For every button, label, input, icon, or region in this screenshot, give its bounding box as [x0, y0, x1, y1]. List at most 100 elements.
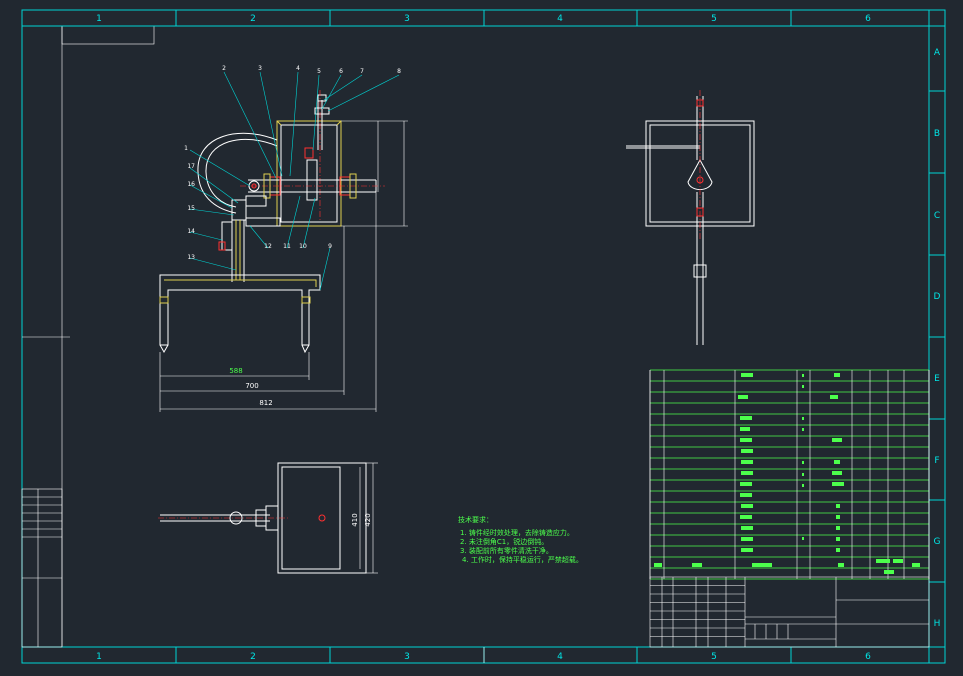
dimension-label: 700 — [245, 382, 258, 390]
row-label: B — [934, 129, 940, 139]
bom-qty-mark — [802, 417, 804, 420]
col-label-bottom: 6 — [865, 652, 871, 662]
plan-view — [158, 462, 378, 574]
technical-notes: 技术要求： 1. 铸件经时效处理，去除铸造应力。 2. 未注倒角C1，锐边倒钝。… — [458, 515, 583, 564]
balloon-number: 4 — [296, 65, 300, 72]
lifting-frame — [159, 274, 321, 354]
bom-cell-mark — [741, 449, 753, 453]
dimension-label: 410 — [351, 513, 359, 526]
balloon-number: 16 — [187, 181, 195, 188]
row-label: F — [934, 456, 939, 466]
bom-cell-mark — [738, 395, 748, 399]
balloon-number: 5 — [317, 68, 321, 75]
col-label-top: 3 — [404, 14, 410, 24]
bom-cell-mark — [836, 526, 840, 530]
bom-cell-mark — [830, 395, 838, 399]
row-label: D — [934, 292, 941, 302]
bom-qty-mark — [802, 473, 804, 476]
balloon-number: 8 — [397, 68, 401, 75]
bom-cell-mark — [832, 471, 842, 475]
balloon-number: 13 — [187, 254, 195, 261]
balloon-number: 14 — [187, 228, 195, 235]
balloon-number: 17 — [187, 163, 195, 170]
row-label: E — [934, 374, 940, 384]
balloon-number: 7 — [360, 68, 364, 75]
corner-box — [61, 25, 155, 45]
bom-qty-mark — [802, 428, 804, 431]
side-view — [626, 90, 755, 345]
gearbox-housing — [276, 120, 342, 227]
row-label: A — [934, 48, 941, 58]
title-block — [649, 576, 930, 648]
bom-cell-mark — [741, 504, 753, 508]
bom-cell-mark — [692, 563, 702, 567]
bom-qty-mark — [802, 374, 804, 377]
balloon-number: 15 — [187, 205, 195, 212]
dimension-lines — [159, 120, 408, 412]
bom-cell-mark — [740, 416, 752, 420]
drive-shaft — [304, 90, 330, 220]
dimension-label: 812 — [259, 399, 272, 407]
bom-cell-mark — [654, 563, 662, 567]
bom-cell-mark — [740, 493, 752, 497]
bom-cell-mark — [741, 526, 753, 530]
bom-cell-mark — [752, 563, 772, 567]
bom-cell-mark — [836, 504, 840, 508]
balloon-number: 6 — [339, 68, 343, 75]
notes-line: 2. 未注倒角C1，锐边倒钝。 — [460, 537, 548, 546]
bom-cell-mark — [740, 515, 752, 519]
front-view: 2 3 4 5 6 7 8 1 17 16 15 14 13 12 11 10 … — [159, 65, 408, 412]
bom-cell-mark — [876, 559, 890, 563]
bom-qty-mark — [802, 461, 804, 464]
notes-line: 3. 装配前所有零件清洗干净。 — [460, 546, 553, 555]
notes-line: 1. 铸件经时效处理，去除铸造应力。 — [460, 528, 574, 537]
bom-cell-mark — [741, 471, 753, 475]
notes-title: 技术要求： — [458, 515, 493, 524]
notes-line: 4. 工作时，保持平稳运行，严禁超载。 — [462, 555, 583, 564]
bom-cell-mark — [834, 373, 840, 377]
bom-cell-mark — [836, 515, 840, 519]
col-label-top: 1 — [96, 14, 102, 24]
bom-cell-mark — [740, 438, 752, 442]
row-label: G — [934, 537, 941, 547]
bom-cell-mark — [740, 482, 752, 486]
balloon-number: 11 — [283, 243, 291, 250]
balloon-number: 9 — [328, 243, 332, 250]
dimension-label: 588 — [229, 367, 242, 375]
bom-cell-mark — [912, 563, 920, 567]
balloon-leaders — [189, 71, 400, 291]
left-revision-block — [21, 488, 63, 648]
dimension-label: 420 — [364, 513, 372, 526]
bom-cell-mark — [741, 460, 753, 464]
row-label: H — [934, 619, 941, 629]
col-label-bottom: 5 — [711, 652, 717, 662]
bom-cell-mark — [893, 559, 903, 563]
bom-qty-mark — [802, 385, 804, 388]
row-label: C — [934, 211, 940, 221]
bom-cell-mark — [836, 548, 840, 552]
drawing-border: 1 2 3 4 5 6 1 2 3 4 5 6 A B C D E F G H — [21, 9, 946, 664]
col-label-bottom: 3 — [404, 652, 410, 662]
col-label-top: 5 — [711, 14, 717, 24]
bom-cell-mark — [832, 482, 844, 486]
bom-cell-mark — [741, 537, 753, 541]
bom-cell-mark — [741, 373, 753, 377]
bom-table — [649, 369, 930, 580]
hose — [197, 132, 278, 214]
bom-cell-mark — [836, 537, 840, 541]
balloon-number: 1 — [184, 145, 188, 152]
col-label-bottom: 4 — [557, 652, 563, 662]
col-label-top: 4 — [557, 14, 563, 24]
col-label-bottom: 1 — [96, 652, 102, 662]
bom-cell-mark — [884, 570, 894, 574]
bom-qty-mark — [802, 537, 804, 540]
bom-cell-mark — [832, 438, 842, 442]
col-label-top: 6 — [865, 14, 871, 24]
bom-cell-mark — [741, 548, 753, 552]
balloon-number: 3 — [258, 65, 262, 72]
bom-cell-mark — [740, 427, 750, 431]
balloon-number: 10 — [299, 243, 307, 250]
bom-qty-mark — [802, 484, 804, 487]
bom-cell-mark — [838, 563, 844, 567]
